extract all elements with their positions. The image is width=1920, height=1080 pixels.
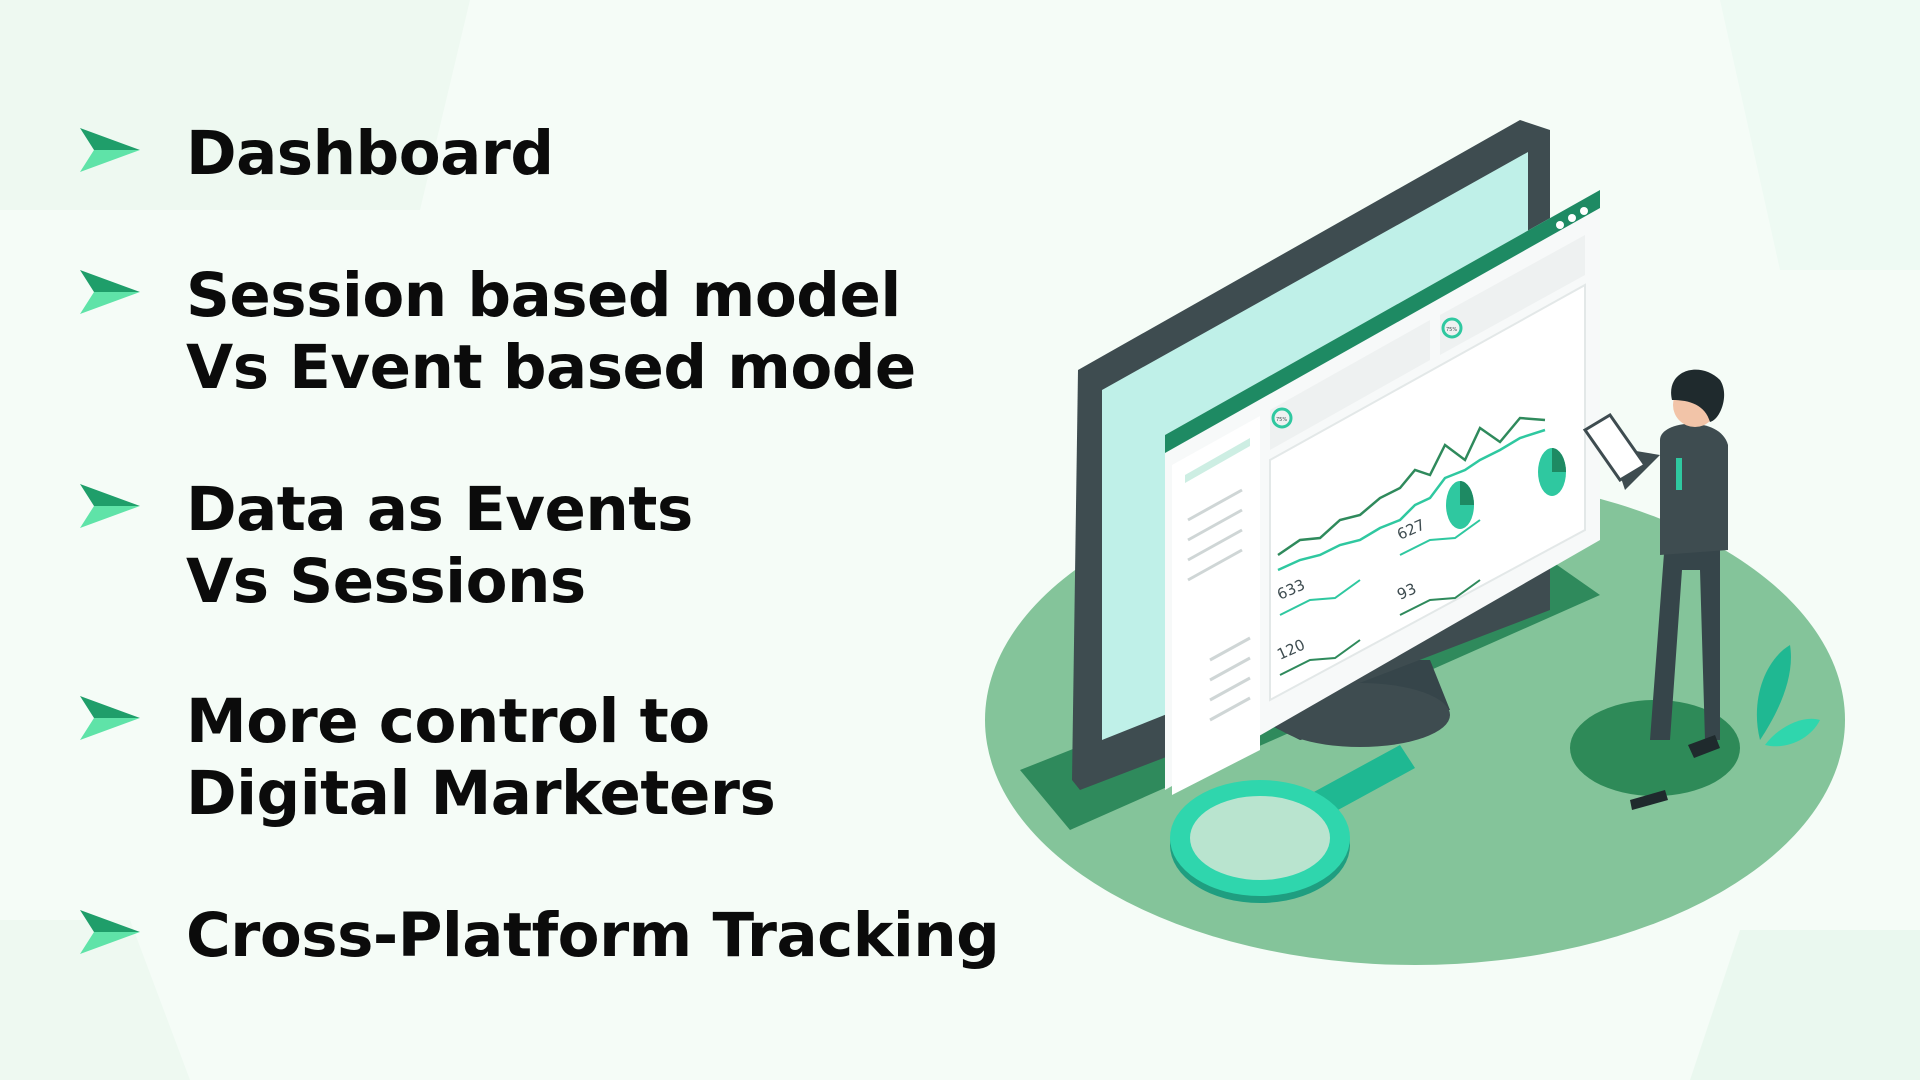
bullet-label: Data as Events Vs Sessions [186,474,693,617]
bullet-item-session-vs-event: Session based model Vs Event based mode [80,260,916,404]
arrow-right-icon [80,484,140,528]
arrow-right-icon [80,696,140,740]
gauge-label: 75% [1276,417,1287,423]
bullet-item-dashboard: Dashboard [80,118,554,190]
arrow-right-icon [80,128,140,172]
bullet-list: Dashboard Session based model Vs Event b… [80,118,1000,972]
bullet-item-events-vs-sessions: Data as Events Vs Sessions [80,474,693,618]
gauge-label: 75% [1446,327,1457,333]
bullet-item-marketers: More control to Digital Marketers [80,686,776,830]
bullet-label: More control to Digital Marketers [186,686,776,829]
bullet-item-cross-platform: Cross-Platform Tracking [80,900,1000,972]
bullet-label: Session based model Vs Event based mode [186,260,916,403]
magnifier-icon [1170,745,1415,903]
line-series-1 [1277,416,1546,557]
arrow-right-icon [80,270,140,314]
arrow-right-icon [80,910,140,954]
bullet-label: Dashboard [186,118,554,189]
line-series-2 [1277,428,1546,572]
bullet-label: Cross-Platform Tracking [186,900,1000,971]
analytics-dashboard-illustration: 75% 75% 627 633 93 120 [985,120,1845,965]
person-figure [1582,369,1728,810]
